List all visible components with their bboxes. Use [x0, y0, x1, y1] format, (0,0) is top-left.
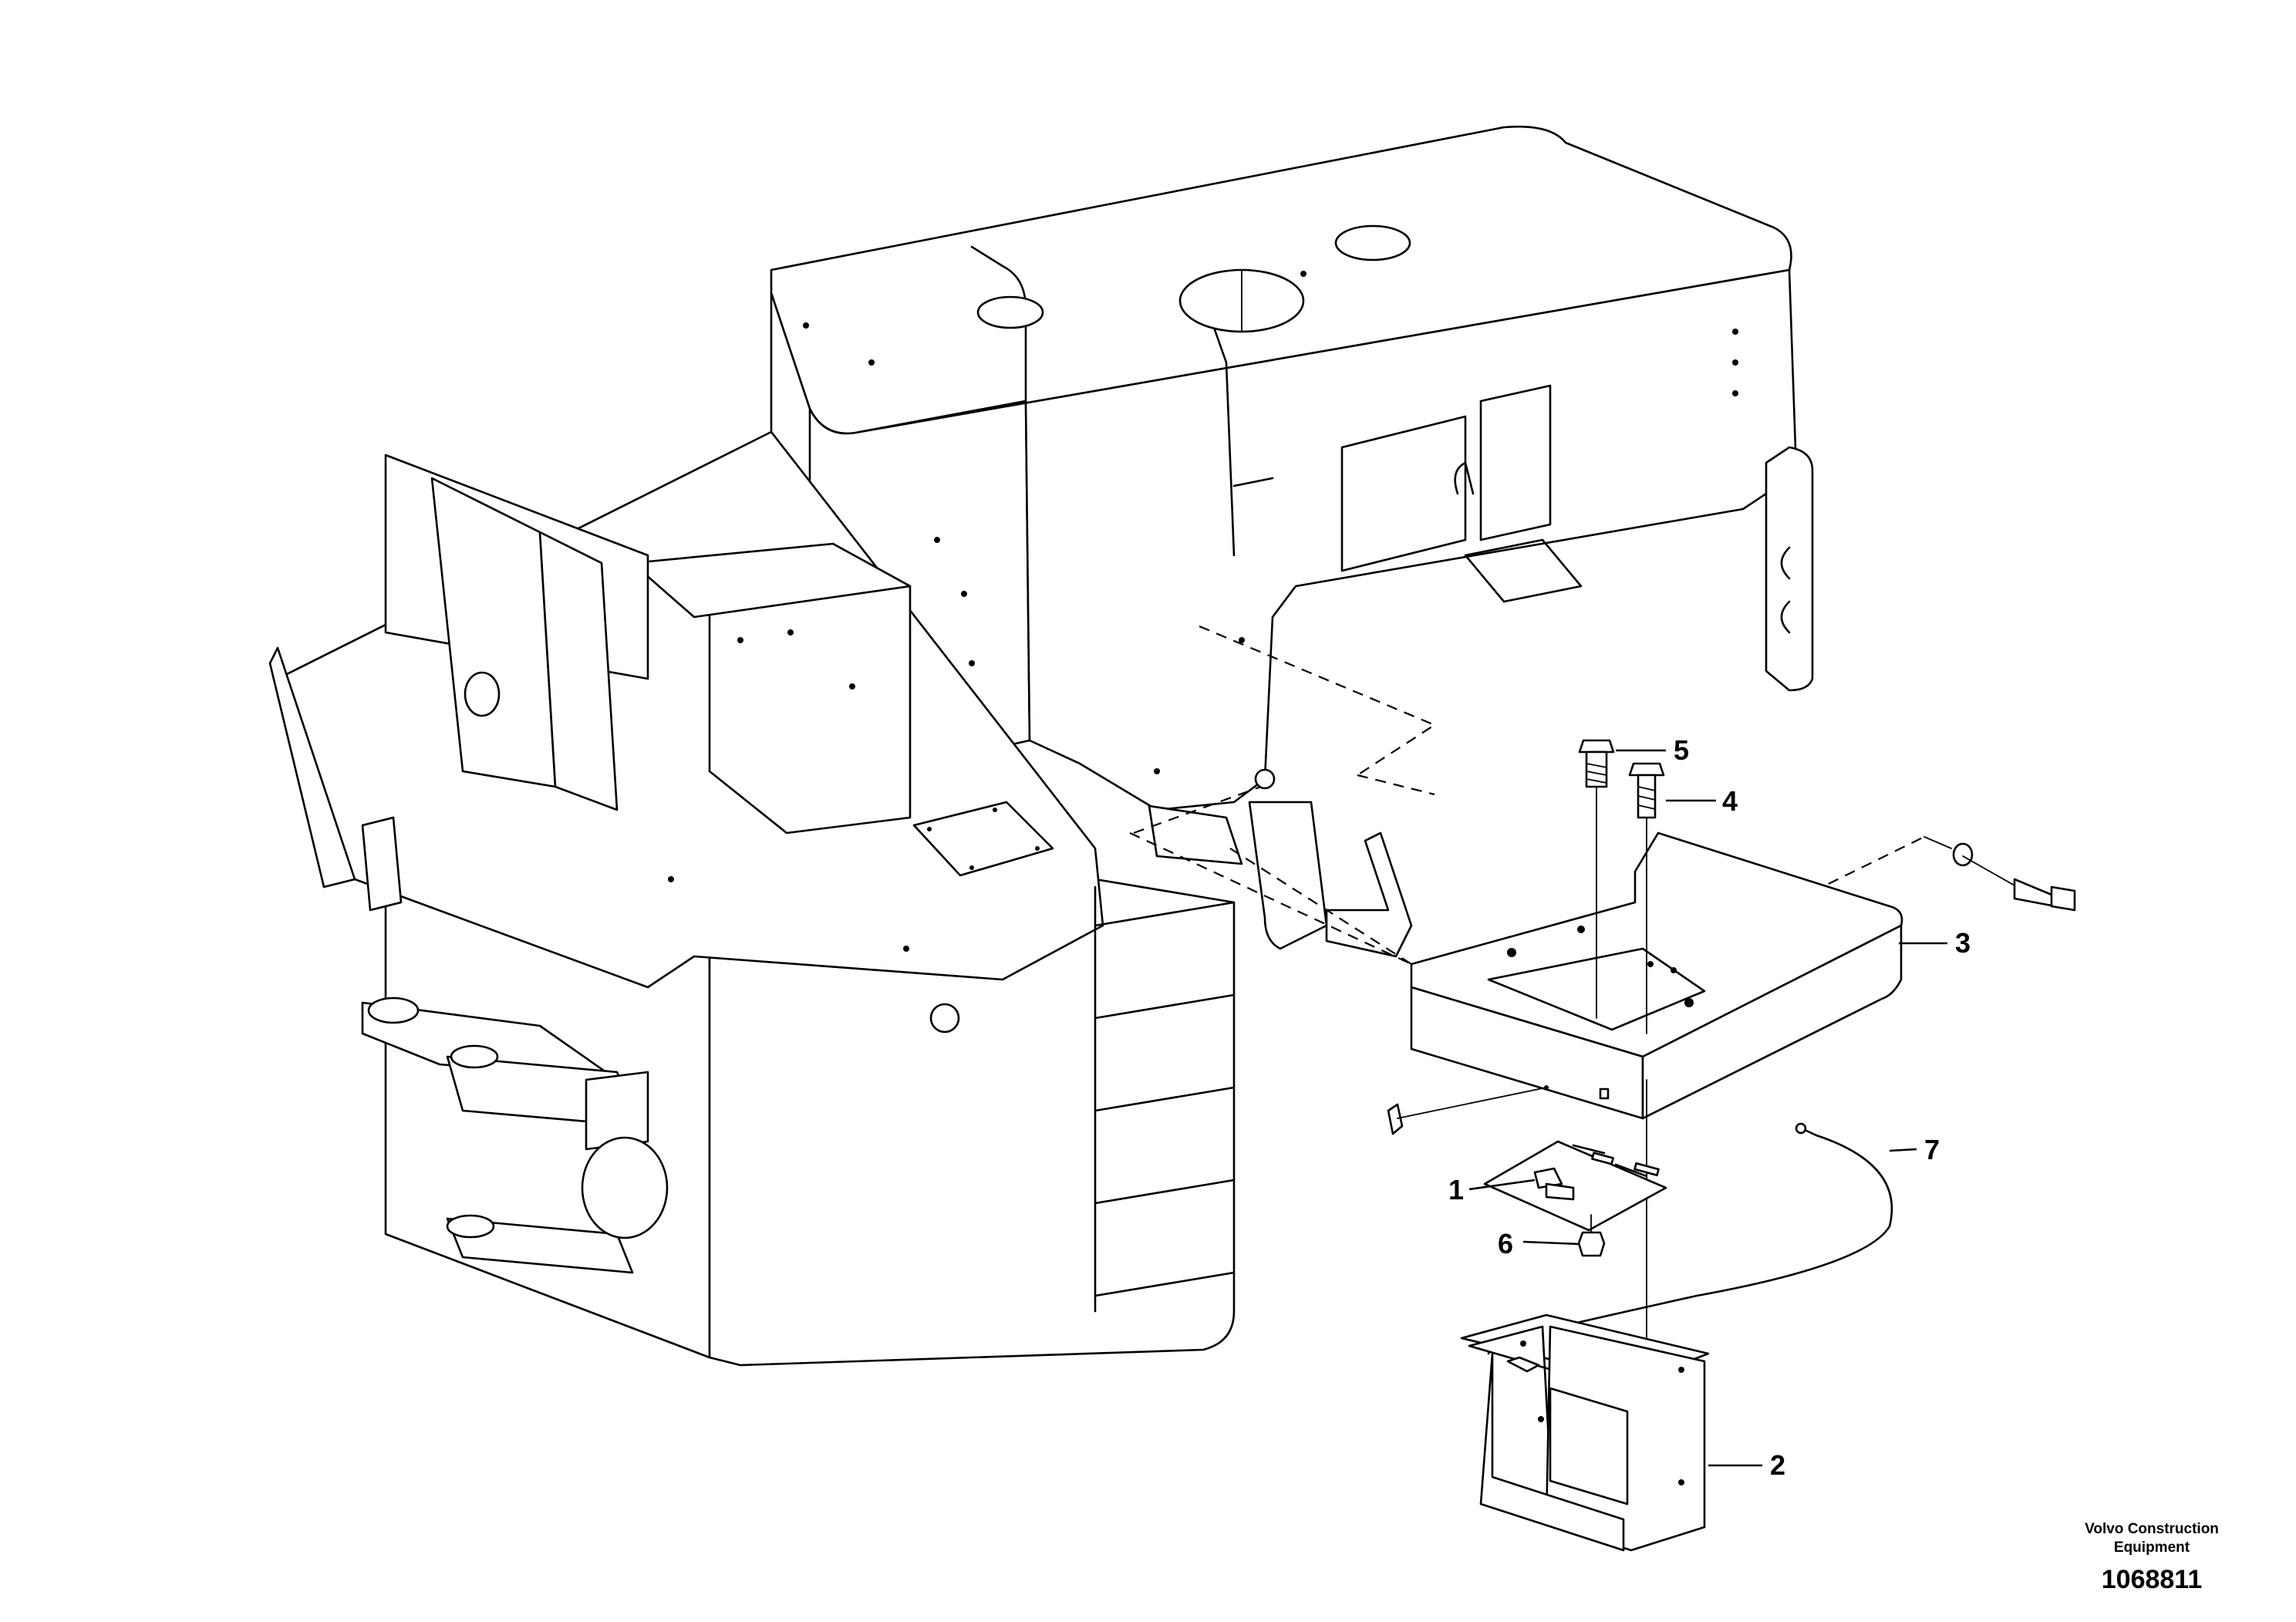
front-frame — [268, 430, 1236, 1367]
callout-4: 4 — [1722, 785, 1738, 817]
center-bracket — [1148, 768, 1413, 958]
callout-leaders — [1468, 749, 1947, 1467]
callout-1: 1 — [1448, 1174, 1464, 1206]
brand-line-2: Equipment — [2114, 1539, 2190, 1556]
callout-5: 5 — [1674, 734, 1689, 766]
part-hinged-plate — [1483, 1140, 1667, 1232]
brand-line-1: Volvo Construction — [2085, 1521, 2219, 1537]
part-bolt-5 — [1578, 739, 1615, 1019]
callout-6: 6 — [1498, 1228, 1513, 1259]
document-number: 1068811 — [2102, 1565, 2203, 1594]
callout-3: 3 — [1955, 927, 1971, 959]
rivet-pin — [1387, 1087, 1547, 1135]
part-mounting-bracket — [1460, 1313, 1710, 1552]
side-bolt — [1952, 842, 2076, 912]
callout-2: 2 — [1770, 1449, 1785, 1481]
callout-7: 7 — [1924, 1134, 1940, 1165]
part-bolt-4 — [1628, 762, 1665, 1351]
part-enclosure-cover — [1410, 831, 1903, 1120]
